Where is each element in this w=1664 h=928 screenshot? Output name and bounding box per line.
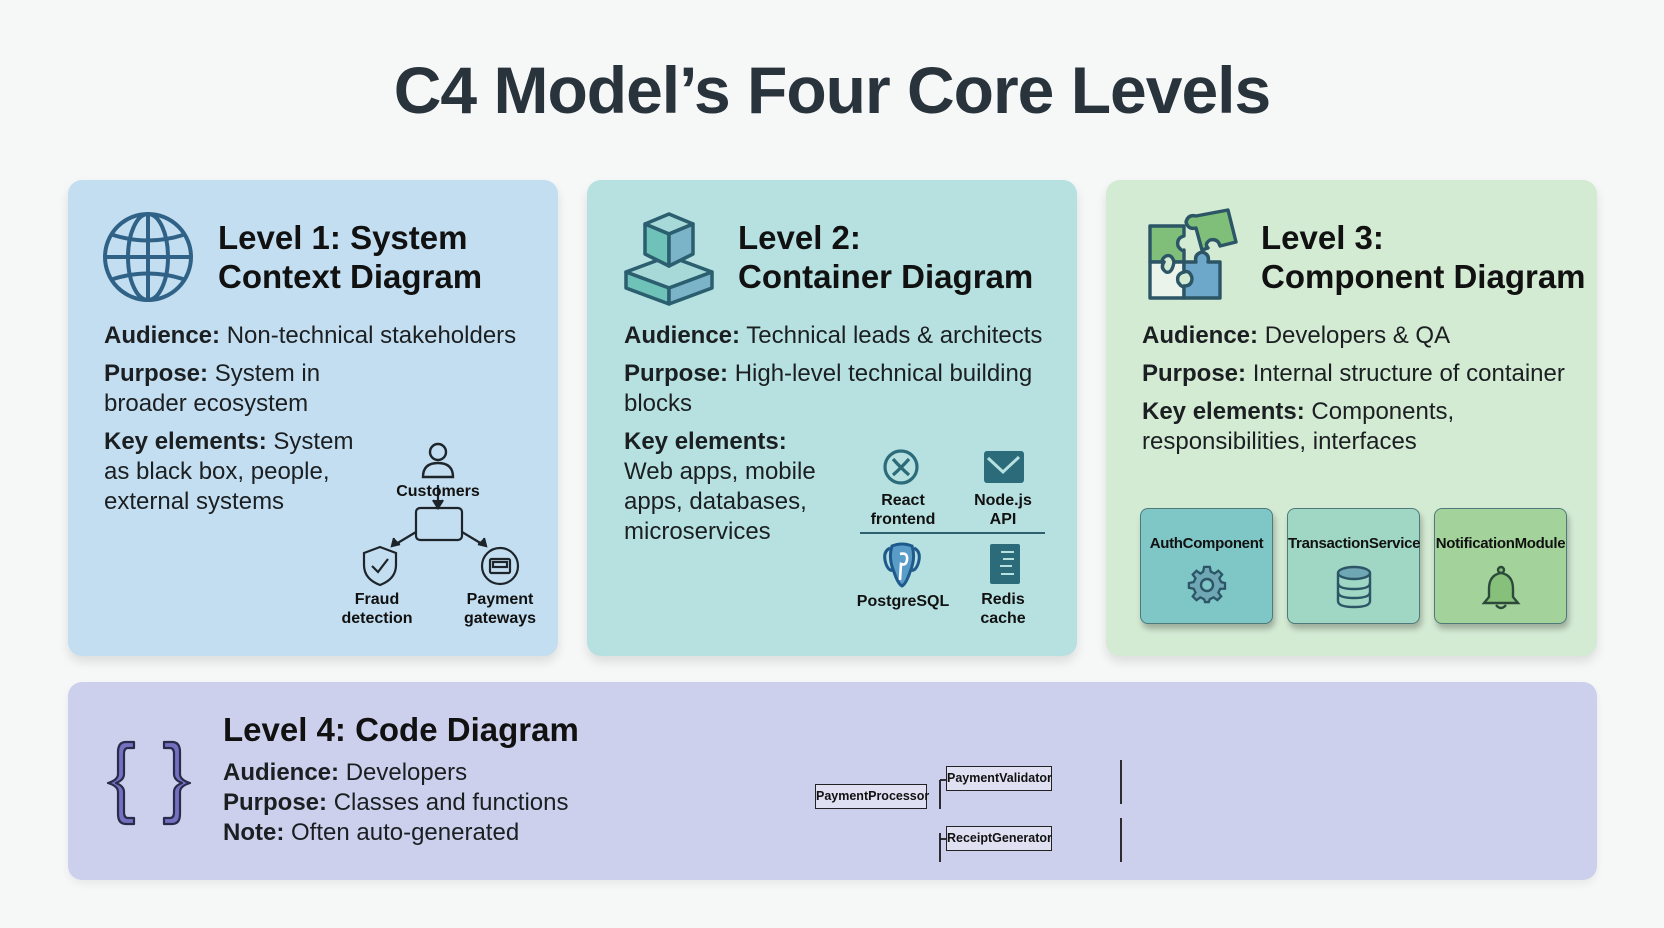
level-1-title: Level 1: System Context Diagram — [218, 219, 483, 295]
level-4-details: Audience: Developers Purpose: Classes an… — [223, 758, 723, 848]
purpose-line: Purpose: Classes and functions — [223, 789, 569, 816]
nodejs-api-label: Node.js API — [974, 492, 1032, 528]
database-icon — [1336, 565, 1371, 609]
react-frontend-label: React frontend — [870, 492, 936, 528]
audience-line: Audience: Technical leads & architects — [624, 322, 1043, 349]
page-title: C4 Model’s Four Core Levels — [393, 53, 1271, 127]
key-elements-line: Key elements: Components, responsibiliti… — [1142, 398, 1455, 455]
level-1-details: Audience: Non-technical stakeholders Pur… — [104, 321, 544, 525]
curly-braces-icon — [106, 740, 192, 826]
purpose-line: Purpose: High-level technical building b… — [624, 360, 1033, 417]
payment-card-icon — [480, 546, 520, 586]
fraud-detection-label: Fraud detection — [341, 591, 413, 627]
level-3-card: Level 3: Component Diagram Audience: Dev… — [1106, 180, 1597, 656]
person-icon — [421, 442, 455, 479]
level-4-card: Level 4: Code Diagram Audience: Develope… — [68, 682, 1597, 880]
level-1-card: Level 1: System Context Diagram Audience… — [68, 180, 558, 656]
audience-line: Audience: Developers & QA — [1142, 322, 1451, 349]
gear-icon — [1187, 565, 1226, 604]
class-payment-validator: PaymentValidator — [946, 766, 1052, 791]
redis-icon — [990, 544, 1020, 584]
container-divider — [860, 532, 1045, 534]
component-notification-module[interactable]: NotificationModule — [1434, 508, 1567, 624]
level-2-card: Level 2: Container Diagram Audience: Tec… — [587, 180, 1077, 656]
postgresql-label: PostgreSQL — [856, 593, 950, 610]
purpose-line: Purpose: System in broader ecosystem — [104, 360, 321, 417]
payment-gateways-label: Payment gateways — [463, 591, 537, 627]
customers-label: Customers — [396, 483, 480, 500]
key-elements-line: Key elements:Web apps, mobile apps, data… — [624, 428, 816, 545]
audience-line: Audience: Non-technical stakeholders — [104, 322, 517, 349]
nodejs-icon — [984, 451, 1024, 483]
bell-icon — [1480, 565, 1521, 610]
purpose-line: Purpose: Internal structure of container — [1142, 360, 1565, 387]
level-3-details: Audience: Developers & QA Purpose: Inter… — [1142, 321, 1582, 465]
globe-icon — [103, 212, 193, 302]
class-receipt-generator: ReceiptGenerator — [946, 826, 1052, 851]
audience-line: Audience: Developers — [223, 759, 468, 786]
level-2-title: Level 2: Container Diagram — [738, 219, 1034, 295]
postgresql-icon — [883, 542, 921, 588]
context-diagram-lines — [390, 485, 488, 548]
class-payment-processor: PaymentProcessor — [815, 784, 929, 809]
puzzle-icon — [1148, 208, 1238, 300]
level-4-title: Level 4: Code Diagram — [223, 711, 579, 748]
redis-cache-label: Redis cache — [980, 591, 1026, 627]
react-icon — [883, 449, 919, 485]
key-elements-line: Key elements: System as black box, peopl… — [104, 428, 354, 515]
shield-check-icon — [362, 545, 398, 587]
note-line: Note: Often auto-generated — [223, 819, 520, 846]
component-transaction-service[interactable]: TransactionService — [1287, 508, 1420, 624]
component-auth[interactable]: AuthComponent — [1140, 508, 1273, 624]
level-2-details: Audience: Technical leads & architects P… — [624, 321, 1064, 555]
level-3-title: Level 3: Component Diagram — [1261, 219, 1586, 295]
stacked-cubes-icon — [624, 212, 714, 306]
